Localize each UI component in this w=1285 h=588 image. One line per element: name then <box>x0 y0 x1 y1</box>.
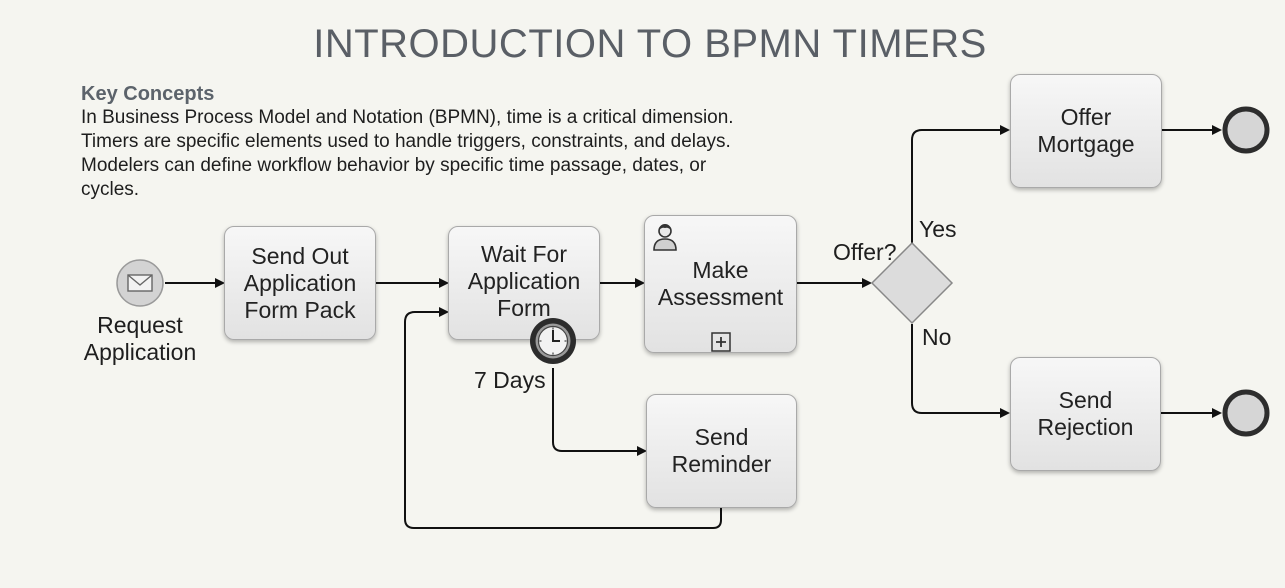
end-event-icon <box>1222 389 1270 437</box>
subprocess-plus-icon <box>711 332 731 352</box>
timer-label: 7 Days <box>474 367 546 393</box>
page-title: INTRODUCTION TO BPMN TIMERS <box>313 22 987 66</box>
task-label: Send Reminder <box>671 424 772 477</box>
task-send-rejection[interactable]: Send Rejection <box>1010 357 1161 471</box>
task-label: Wait For Application Form <box>467 241 581 321</box>
exclusive-gateway <box>870 241 954 325</box>
task-label: Offer Mortgage <box>1037 104 1135 157</box>
end-event-icon <box>1222 106 1270 154</box>
concepts-heading: Key Concepts <box>81 83 215 105</box>
user-icon <box>653 224 677 251</box>
flow-gateway-no <box>911 324 1010 418</box>
envelope-icon <box>116 259 164 307</box>
task-label: Send Rejection <box>1037 387 1134 440</box>
task-label: Send Out Application Form Pack <box>243 242 357 323</box>
flow-timer-to-reminder <box>552 368 647 456</box>
clock-icon[interactable] <box>528 316 578 366</box>
task-send-out-application-form-pack[interactable]: Send Out Application Form Pack <box>224 226 376 340</box>
task-make-assessment[interactable]: Make Assessment <box>644 215 797 353</box>
key-concepts: Key Concepts In Business Process Model a… <box>81 82 761 202</box>
concepts-body: In Business Process Model and Notation (… <box>81 107 734 200</box>
flow-gateway-yes <box>911 125 1010 243</box>
task-send-reminder[interactable]: Send Reminder <box>646 394 797 508</box>
flow-reminder-loop-back <box>404 307 722 529</box>
gateway-label: Offer? <box>833 239 897 265</box>
task-wait-for-application-form[interactable]: Wait For Application Form <box>448 226 600 340</box>
task-label: Make Assessment <box>657 257 784 310</box>
start-event-label: Request Application <box>83 312 197 365</box>
yes-label: Yes <box>919 216 957 242</box>
task-offer-mortgage[interactable]: Offer Mortgage <box>1010 74 1162 188</box>
no-label: No <box>922 324 952 350</box>
